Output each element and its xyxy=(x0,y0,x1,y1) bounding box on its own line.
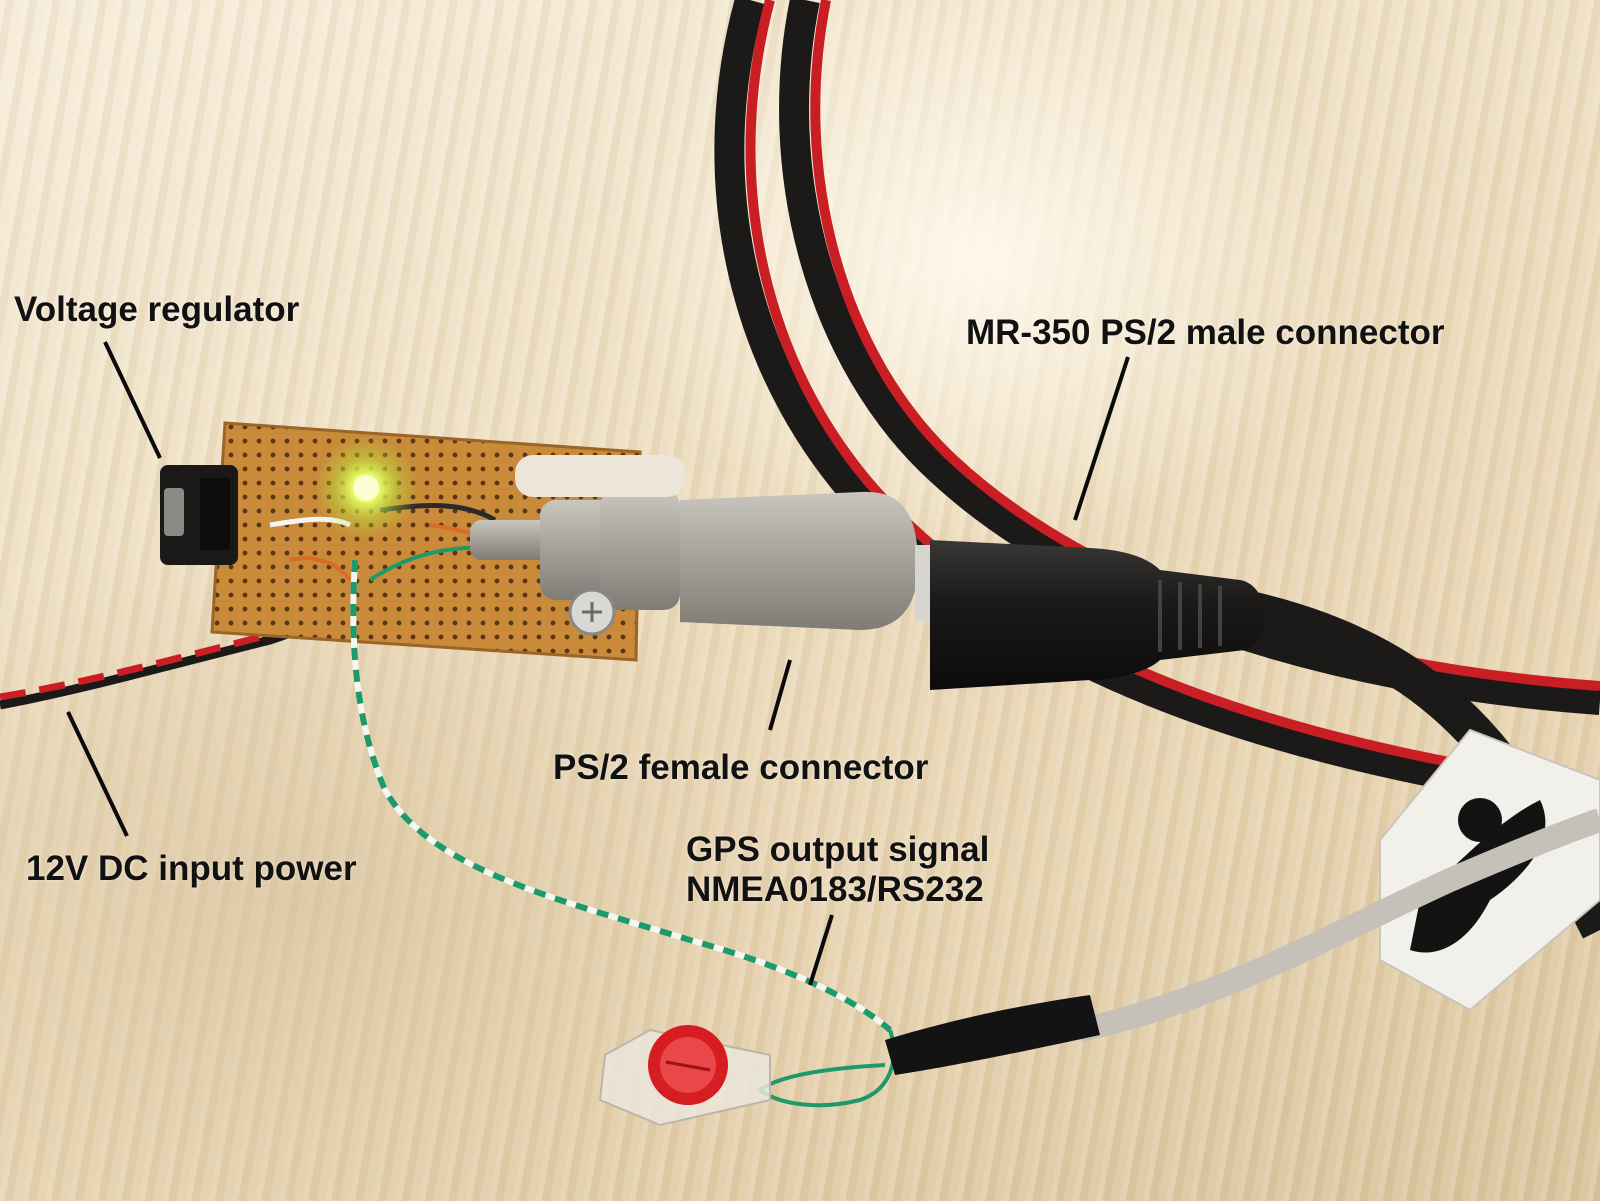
ps2-female-connector xyxy=(470,455,919,636)
pointer-lines xyxy=(66,341,1130,986)
coiled-power-cable xyxy=(714,0,1600,815)
label-mr350-connector: MR-350 PS/2 male connector xyxy=(966,313,1445,352)
label-gps-output: GPS output signal NMEA0183/RS232 xyxy=(686,830,989,910)
ps2-male-connector xyxy=(915,540,1266,690)
voltage-regulator-component xyxy=(160,465,238,565)
pointer-ps2-female xyxy=(768,659,792,731)
crimp-connector xyxy=(598,1025,771,1127)
pointer-dc-input xyxy=(66,711,129,837)
status-led xyxy=(314,436,418,540)
label-gps-output-line2: NMEA0183/RS232 xyxy=(686,870,984,909)
gps-grey-cable xyxy=(1077,808,1600,1042)
label-ps2-female-connector: PS/2 female connector xyxy=(553,748,929,787)
label-dc-input-power: 12V DC input power xyxy=(26,849,357,888)
label-gps-output-line1: GPS output signal xyxy=(686,830,990,869)
label-voltage-regulator: Voltage regulator xyxy=(14,290,300,329)
pointer-voltage-regulator xyxy=(103,341,162,459)
gps-signal-wire xyxy=(350,559,896,1108)
pointer-gps-output xyxy=(808,914,834,986)
tape-splice xyxy=(885,995,1100,1075)
pointer-mr350 xyxy=(1073,356,1130,521)
